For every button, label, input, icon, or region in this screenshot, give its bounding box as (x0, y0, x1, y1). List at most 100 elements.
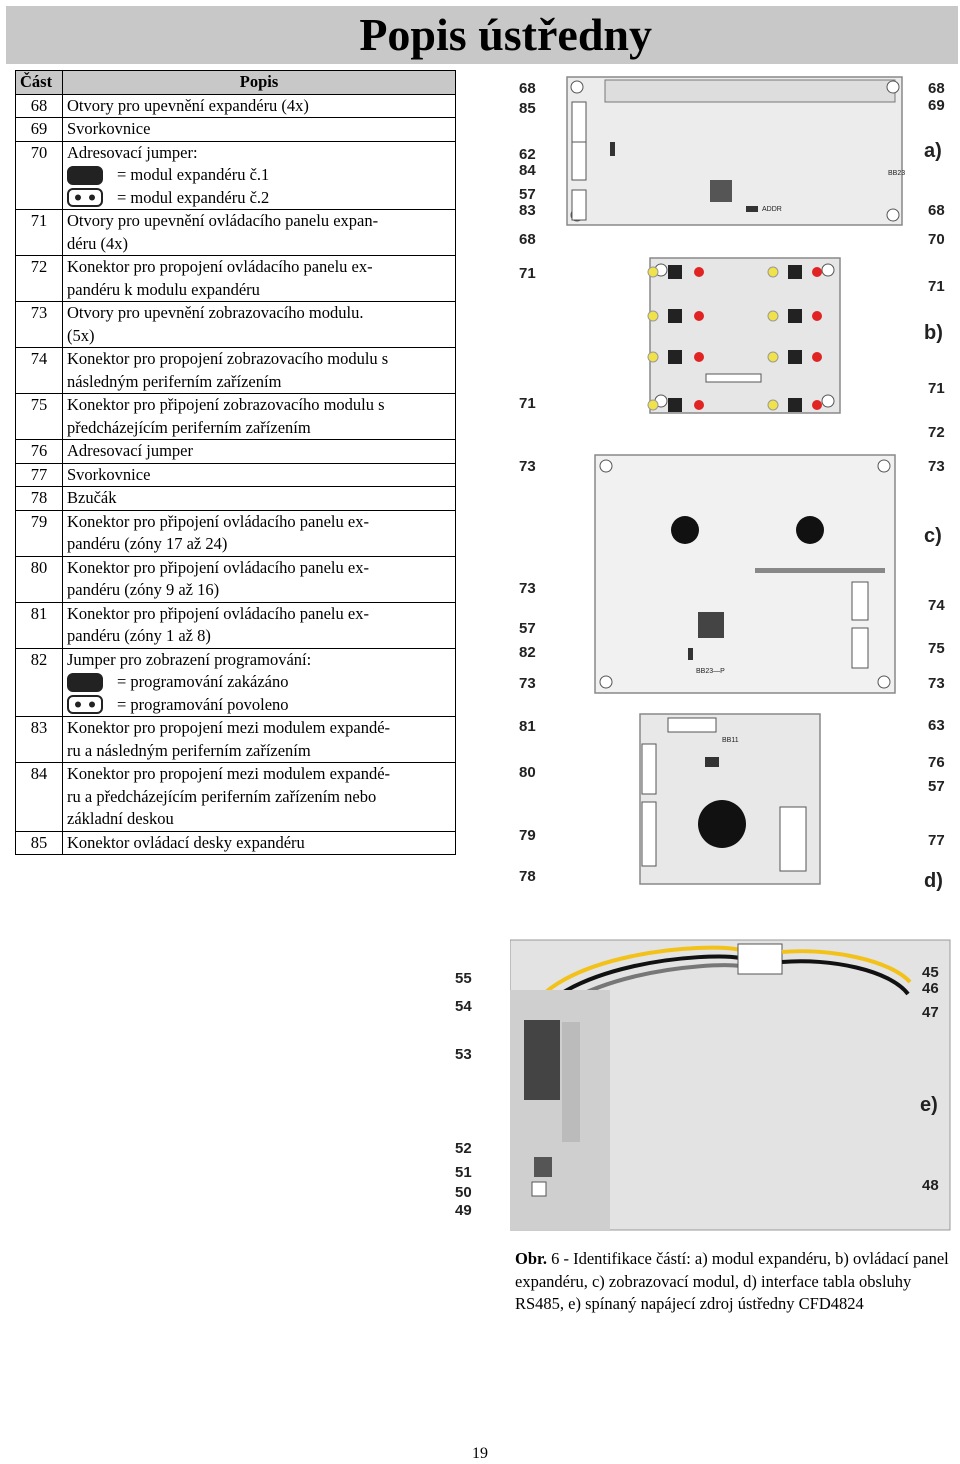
board-control-panel (647, 257, 841, 414)
psu-label-49: 49 (455, 1202, 472, 1219)
label-84: 84 (519, 162, 536, 179)
part-number: 74 (15, 347, 63, 394)
part-description: Otvory pro upevnění zobrazovacího modulu… (62, 301, 456, 348)
label-83: 83 (519, 202, 536, 219)
part-number: 72 (15, 255, 63, 302)
description-text: Otvory pro upevnění expandéru (4x) (67, 95, 309, 115)
part-description: Svorkovnice (62, 117, 456, 142)
psu-label-55: 55 (455, 970, 472, 987)
part-number: 84 (15, 762, 63, 832)
description-text: Svorkovnice (67, 464, 151, 484)
part-number: 82 (15, 647, 63, 717)
part-description: Otvory pro upevnění expandéru (4x) (62, 93, 456, 118)
description-text: Adresovací jumper: (67, 142, 198, 162)
label-80: 80 (519, 764, 536, 781)
label-57b: 57 (519, 620, 536, 637)
jumper-open-icon (67, 695, 103, 715)
part-number: 69 (15, 117, 63, 142)
jumper-closed-icon (67, 672, 103, 692)
label-79: 79 (519, 827, 536, 844)
description-text: Svorkovnice (67, 119, 151, 138)
jumper-setting-text: = modul expandéru č.1 (117, 165, 270, 184)
label-r-68b: 68 (928, 202, 945, 219)
part-description: Konektor ovládací desky expandéru (62, 830, 456, 855)
part-number: 70 (15, 140, 63, 210)
label-r-57: 57 (928, 778, 945, 795)
description-text: Jumper pro zobrazení programování: (67, 649, 312, 669)
section-a: a) (924, 140, 942, 162)
description-text: Konektor pro propojení ovládacího panelu… (67, 257, 373, 299)
part-description: Bzučák (62, 486, 456, 511)
part-number: 73 (15, 301, 63, 348)
label-78: 78 (519, 868, 536, 885)
label-85: 85 (519, 100, 536, 117)
psu-label-45: 45 (922, 964, 939, 981)
jumper-setting-text: = programování povoleno (117, 694, 289, 714)
psu-unit (510, 939, 951, 1231)
section-d: d) (924, 870, 943, 892)
figure-boards: 68 85 62 84 57 83 68 71 71 73 73 57 82 7… (455, 72, 958, 1232)
jumper-setting-text: = programování zakázáno (117, 672, 289, 691)
psu-label-47: 47 (922, 1004, 939, 1021)
description-text: Otvory pro upevnění zobrazovacího modulu… (67, 303, 364, 345)
jumper-setting: = programování zakázáno (67, 671, 451, 694)
label-r-76: 76 (928, 754, 945, 771)
label-r-74: 74 (928, 597, 945, 614)
description-text: Konektor pro připojení zobrazovacího mod… (67, 395, 385, 437)
figure-caption: Obr. 6 - Identifikace částí: a) modul ex… (515, 1248, 955, 1316)
caption-text: 6 - Identifikace částí: a) modul expandé… (515, 1249, 949, 1313)
part-description: Konektor pro připojení ovládacího panelu… (62, 601, 456, 649)
part-number: 71 (15, 209, 63, 256)
mark-bb11: BB11 (722, 737, 739, 744)
jumper-setting: = modul expandéru č.2 (67, 187, 451, 210)
part-description: Otvory pro upevnění ovládacího panelu ex… (62, 209, 456, 256)
page-number: 19 (472, 1445, 488, 1462)
psu-label-50: 50 (455, 1184, 472, 1201)
board-display-module (594, 454, 896, 694)
part-description: Konektor pro propojení zobrazovacího mod… (62, 347, 456, 394)
label-71: 71 (519, 265, 536, 282)
label-73b: 73 (519, 580, 536, 597)
description-text: Konektor pro připojení ovládacího panelu… (67, 603, 369, 646)
label-62: 62 (519, 146, 536, 163)
mark-addr: ADDR (762, 206, 782, 213)
jumper-open-icon (67, 188, 103, 208)
jumper-setting-text: = modul expandéru č.2 (117, 187, 270, 207)
label-73c: 73 (519, 675, 536, 692)
psu-label-46: 46 (922, 980, 939, 997)
mark-bb23p: BB23—P (696, 668, 725, 675)
jumper-setting: = modul expandéru č.1 (67, 164, 451, 187)
label-r-68: 68 (928, 80, 945, 97)
part-description: Adresovací jumper (62, 439, 456, 464)
jumper-closed-icon (67, 165, 103, 185)
section-e: e) (920, 1094, 938, 1116)
description-text: Bzučák (67, 488, 117, 507)
part-description: Svorkovnice (62, 462, 456, 487)
part-description: Konektor pro propojení ovládacího panelu… (62, 255, 456, 302)
psu-label-54: 54 (455, 998, 472, 1015)
label-r-73: 73 (928, 458, 945, 475)
mark-bb23: BB23 (888, 170, 906, 177)
board-rs485-interface (639, 713, 821, 885)
label-r-69: 69 (928, 97, 945, 114)
label-73: 73 (519, 458, 536, 475)
part-number: 79 (15, 509, 63, 557)
part-number: 85 (15, 830, 63, 855)
description-text: Adresovací jumper (67, 441, 193, 460)
part-description: Konektor pro propojení mezi modulem expa… (62, 762, 456, 832)
part-number: 81 (15, 601, 63, 649)
part-number: 68 (15, 93, 63, 118)
board-expander-module (566, 76, 903, 226)
label-r-71: 71 (928, 278, 945, 295)
label-r-70: 70 (928, 231, 945, 248)
description-text: Konektor pro připojení ovládacího panelu… (67, 557, 369, 600)
